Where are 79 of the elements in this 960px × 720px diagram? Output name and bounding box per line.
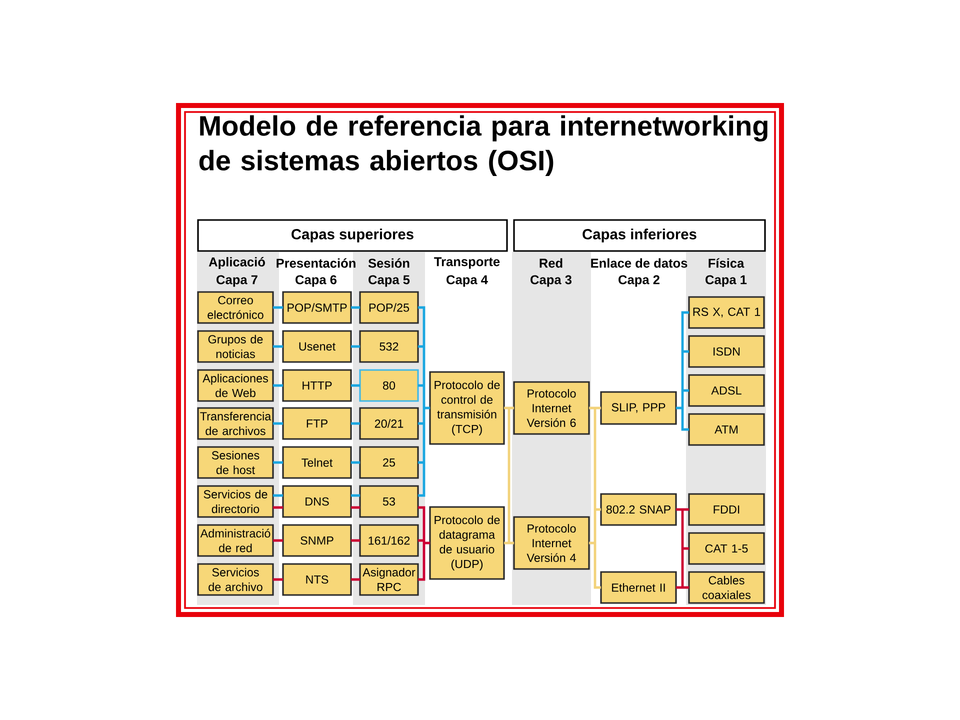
- protocol-box: Usenet: [282, 330, 352, 363]
- protocol-box: Correo electrónico: [197, 291, 274, 324]
- connector-line: [272, 422, 284, 425]
- protocol-box: Protocolo de control de transmisión (TCP): [429, 371, 505, 445]
- protocol-box: HTTP: [282, 369, 352, 402]
- column-heading: Presentación: [276, 258, 356, 268]
- protocol-box: FTP: [282, 407, 352, 440]
- protocol-box: 20/21: [359, 407, 419, 440]
- header-box: Capas inferiores: [513, 219, 766, 252]
- protocol-box: 80: [359, 369, 419, 402]
- protocol-box: Protocolo de datagrama de usuario (UDP): [429, 506, 505, 580]
- connector-line: [350, 345, 362, 348]
- column-heading: Aplicació: [208, 256, 265, 270]
- title: Modelo de referencia para internetworking de sistemas abiertos (OSI): [199, 115, 768, 176]
- protocol-box: Cables coaxiales: [688, 571, 765, 604]
- layer-number: Capa 3: [530, 275, 572, 287]
- column-heading: Sesión: [368, 258, 410, 268]
- column-heading: Enlace de datos: [591, 258, 688, 268]
- connector-line: [350, 422, 362, 425]
- connector-line: [350, 461, 362, 464]
- layer-number: Capa 1: [706, 275, 747, 287]
- protocol-box: SLIP, PPP: [600, 391, 677, 425]
- protocol-box: DNS: [282, 485, 352, 518]
- protocol-box: Servicios de directorio: [197, 485, 274, 518]
- protocol-box: 25: [359, 446, 419, 479]
- header-box: Capas superiores: [197, 219, 508, 252]
- connector-line: [272, 494, 284, 497]
- protocol-box: Protocolo Internet Versión 4: [513, 516, 590, 570]
- connector-line: [350, 494, 362, 497]
- protocol-box: SNMP: [282, 524, 352, 557]
- connector-line: [350, 506, 362, 509]
- protocol-box: 532: [359, 330, 419, 363]
- column-heading: Física: [708, 258, 744, 268]
- connector-line: [588, 406, 602, 590]
- connector-line: [350, 384, 362, 387]
- column-heading: Red: [540, 258, 562, 268]
- layer-number: Capa 7: [216, 275, 258, 287]
- protocol-box: POP/25: [359, 291, 419, 324]
- protocol-box: Servicios de archivo: [197, 563, 274, 596]
- protocol-box: POP/SMTP: [282, 291, 352, 324]
- layer-number: Capa 4: [446, 275, 488, 287]
- protocol-box: 53: [359, 485, 419, 518]
- protocol-box: Transferencia de archivos: [197, 407, 274, 440]
- connector-line: [416, 305, 432, 498]
- protocol-box: Protocolo Internet Versión 6: [513, 381, 590, 435]
- connector-line: [272, 345, 284, 348]
- protocol-box: Ethernet II: [600, 571, 677, 604]
- connector-line: [272, 461, 284, 464]
- protocol-box: Grupos de noticias: [197, 330, 274, 363]
- connector-line: [272, 506, 284, 509]
- layer-number: Capa 6: [296, 275, 336, 287]
- protocol-box: Sesiones de host: [197, 446, 274, 479]
- layer-number: Capa 5: [368, 275, 410, 287]
- protocol-box: Aplicaciones de Web: [197, 369, 274, 402]
- connector-line: [272, 578, 284, 581]
- protocol-box: 161/162: [359, 524, 419, 557]
- connector-line: [272, 539, 284, 542]
- protocol-box: Administració de red: [197, 524, 274, 557]
- connector-line: [350, 306, 362, 309]
- protocol-box: NTS: [282, 563, 352, 596]
- protocol-box: RS X, CAT 1: [688, 296, 765, 329]
- connector-line: [502, 406, 516, 546]
- protocol-box: FDDI: [688, 493, 765, 526]
- connector-line: [416, 505, 432, 582]
- protocol-box: ATM: [688, 413, 765, 446]
- connector-line: [674, 310, 690, 432]
- protocol-box: ADSL: [688, 374, 765, 407]
- connector-line: [350, 539, 362, 542]
- connector-line: [350, 578, 362, 581]
- connector-line: [272, 306, 284, 309]
- protocol-box: Telnet: [282, 446, 352, 479]
- connector-line: [272, 384, 284, 387]
- layer-number: Capa 2: [618, 275, 660, 287]
- column-heading: Transporte: [434, 257, 500, 269]
- protocol-box: ISDN: [688, 335, 765, 368]
- connector-line: [674, 507, 690, 590]
- protocol-box: CAT 1-5: [688, 532, 765, 565]
- protocol-box: Asignador RPC: [359, 563, 419, 596]
- protocol-box: 802.2 SNAP: [600, 493, 677, 526]
